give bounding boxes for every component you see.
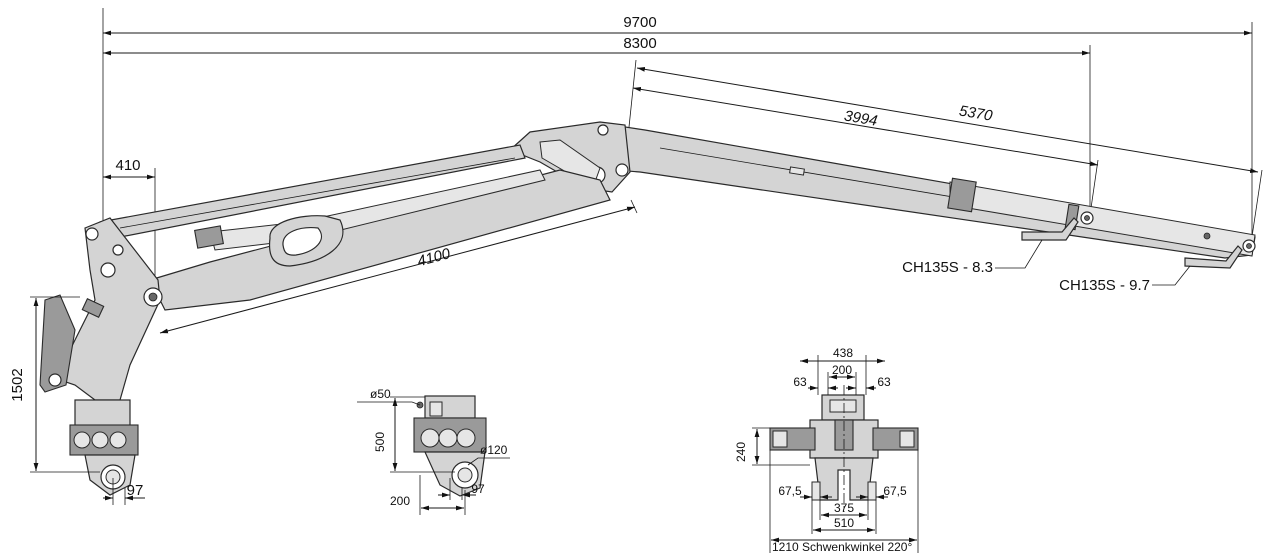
label-pin-120: ø120	[480, 443, 508, 457]
callout-ch135s-83: CH135S - 8.3	[902, 239, 1043, 276]
dimension-67-5-right: 67,5	[856, 484, 907, 500]
label-8300: 8300	[623, 35, 656, 52]
slew-cylinder	[39, 294, 76, 393]
label-pin-50: ø50	[370, 387, 391, 401]
hook-ch135s-83	[1021, 217, 1079, 241]
dimension-pin-120: ø120	[467, 443, 510, 466]
dimension-63-right: 63	[846, 375, 891, 391]
label-500: 500	[373, 432, 387, 452]
dimension-438: 438	[800, 346, 885, 395]
dimension-pin-50: ø50	[357, 387, 421, 406]
dimension-240: 240	[734, 427, 810, 466]
base-side-view	[413, 395, 487, 497]
label-ch135s-97: CH135S - 9.7	[1059, 277, 1150, 294]
label-438: 438	[833, 346, 853, 360]
label-97-left: 97	[127, 482, 144, 499]
dimension-510: 510	[811, 500, 877, 534]
dimension-375: 375	[819, 500, 869, 520]
label-200-side: 200	[390, 494, 410, 508]
dimension-1210: 1210 Schwenkwinkel 220°	[769, 450, 919, 554]
column	[59, 217, 161, 401]
dimension-200-side: 200	[390, 475, 466, 515]
label-67-5-right: 67,5	[883, 484, 907, 498]
label-1502: 1502	[9, 368, 26, 401]
label-63-right: 63	[877, 375, 891, 389]
label-5370: 5370	[958, 102, 994, 124]
label-410: 410	[115, 157, 140, 174]
dimension-410: 410	[103, 157, 156, 295]
callout-ch135s-97: CH135S - 9.7	[1059, 265, 1191, 294]
dimension-97-left: 97	[103, 478, 145, 505]
dimension-67-5-left: 67,5	[778, 484, 832, 500]
label-97-mid: 97	[471, 482, 485, 496]
dimension-63-left: 63	[793, 375, 838, 391]
dimension-1502: 1502	[9, 296, 100, 473]
label-375: 375	[834, 501, 854, 515]
label-3994: 3994	[843, 107, 879, 129]
crane-side-view	[39, 121, 1256, 496]
extension-clamp	[947, 177, 977, 213]
label-67-5-left: 67,5	[778, 484, 802, 498]
label-510: 510	[834, 516, 854, 530]
dimension-3994: 3994	[632, 86, 1099, 216]
dimension-97-mid: 97	[438, 478, 485, 500]
label-240: 240	[734, 442, 748, 462]
label-9700: 9700	[623, 14, 656, 31]
label-ch135s-83: CH135S - 8.3	[902, 259, 993, 276]
dimension-200-top: 200	[827, 363, 857, 395]
dimension-500: 500	[373, 396, 455, 473]
label-200-top: 200	[832, 363, 852, 377]
label-63-left: 63	[793, 375, 807, 389]
label-1210: 1210 Schwenkwinkel 220°	[772, 540, 912, 554]
hook-ch135s-97	[1184, 245, 1243, 269]
